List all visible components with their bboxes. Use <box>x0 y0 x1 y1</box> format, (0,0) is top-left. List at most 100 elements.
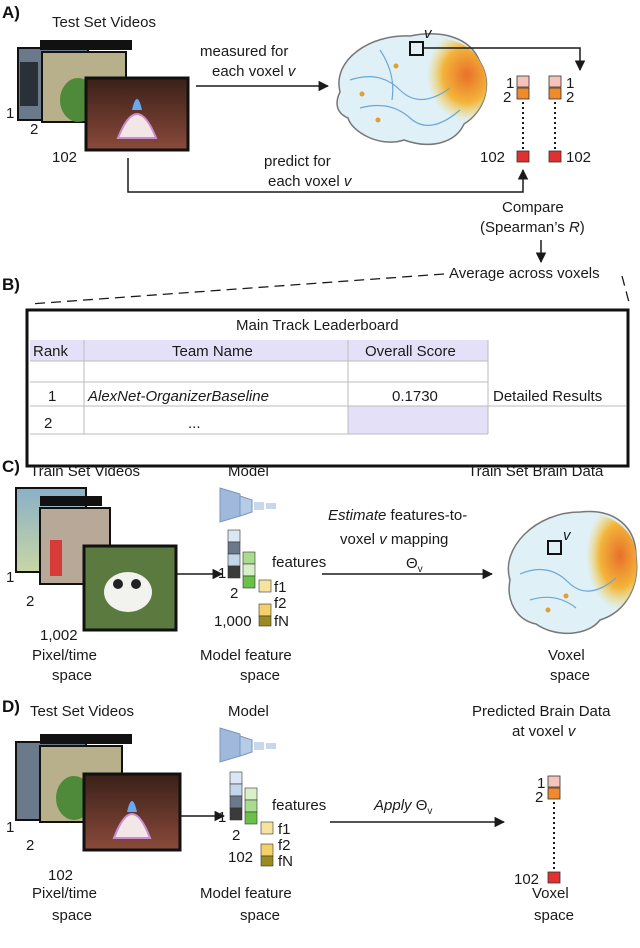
panel-d-features-label: features <box>272 797 326 814</box>
film-frame-3-flame <box>116 113 158 139</box>
panel-c-model-title: Model <box>228 463 269 480</box>
leaderboard-rank-1: 1 <box>48 388 56 405</box>
leaderboard-team-2[interactable]: ... <box>188 415 201 432</box>
panel-d-film-stack: 1 2 102 <box>6 734 182 884</box>
panel-a-compare-line1: Compare <box>502 199 564 216</box>
feature-cell <box>260 821 274 835</box>
panel-a-predict-line1: predict for <box>264 153 331 170</box>
panel-d-feature-stack: features f1 f2 fN 1 2 102 <box>218 771 326 870</box>
feature-cell <box>244 787 258 801</box>
panel-c-voxel-symbol: v <box>563 527 572 544</box>
brain-spot <box>375 117 381 123</box>
model-layer <box>219 487 241 523</box>
panel-d-predicted-line1: Predicted Brain Data <box>472 703 611 720</box>
test-frame-3-blue-flame <box>127 801 137 812</box>
model-layer <box>239 735 253 757</box>
right-voxel-cell-102 <box>548 150 562 163</box>
panel-c-layer-number-1: 1 <box>218 565 226 582</box>
panel-d: D) Test Set Videos Model Predicted Brain… <box>2 697 611 924</box>
model-layer <box>266 503 276 509</box>
brain-spot <box>545 607 551 613</box>
panel-a-voxel-columns: 1 2 102 1 2 102 <box>480 75 591 166</box>
panel-c-frame-number-2: 2 <box>26 593 34 610</box>
train-film-strip <box>40 496 102 506</box>
leaderboard-rank-2: 2 <box>44 415 52 432</box>
feature-cell <box>227 553 241 567</box>
predicted-voxel-cell-102 <box>547 871 561 884</box>
panel-c-model-icon <box>219 487 276 523</box>
predicted-voxel-number-102: 102 <box>514 871 539 888</box>
feature-cell <box>244 811 258 825</box>
right-voxel-number-2: 2 <box>566 89 574 106</box>
right-voxel-cell-1 <box>548 75 562 88</box>
panel-a-brain: v <box>336 25 488 146</box>
panel-c-pixel-space-2: space <box>52 667 92 684</box>
panel-d-voxel-space-1: Voxel <box>532 885 569 902</box>
panel-d-predicted-line2: at voxel v <box>512 723 577 740</box>
panel-c-feature-stack: features f1 f2 fN 1 2 1,000 <box>214 529 326 630</box>
feature-cell <box>229 795 243 809</box>
panel-d-label: D) <box>2 697 20 716</box>
leaderboard-score-cell-2 <box>348 406 488 434</box>
panel-d-model-icon <box>219 727 276 763</box>
panel-a-predict-arrow <box>127 158 529 193</box>
panel-d-pixel-space-2: space <box>52 907 92 924</box>
panel-d-voxel-column: 1 2 102 <box>514 775 561 888</box>
predicted-voxel-number-2: 2 <box>535 789 543 806</box>
leaderboard-border <box>25 308 630 468</box>
leaderboard-col-rank: Rank <box>33 343 69 360</box>
predicted-voxel-number-1: 1 <box>537 775 545 792</box>
panel-d-test-videos-title: Test Set Videos <box>30 703 134 720</box>
panel-c-train-videos-title: Train Set Videos <box>30 463 140 480</box>
panel-c-brain: v <box>507 510 638 635</box>
left-voxel-cell-2 <box>516 87 530 100</box>
train-frame-3-panda-eye <box>113 579 123 589</box>
panel-a-average: Average across voxels <box>449 265 600 282</box>
leaderboard-detailed-results[interactable]: Detailed Results <box>493 388 602 405</box>
feature-cell <box>229 783 243 797</box>
feature-cell <box>229 771 243 785</box>
leaderboard-title: Main Track Leaderboard <box>236 317 399 334</box>
panel-d-apply-line: Apply Θv <box>373 797 432 817</box>
model-layer <box>219 727 241 763</box>
predicted-voxel-cell-2 <box>547 787 561 800</box>
panel-d-layer-number-2: 2 <box>232 827 240 844</box>
panel-c-layer-number-1000: 1,000 <box>214 613 252 630</box>
panel-a-measured-line2: each voxel v <box>212 63 297 80</box>
panel-c-brain-title: Train Set Brain Data <box>468 463 604 480</box>
brain-activation-region <box>569 512 637 620</box>
feature-cell <box>260 843 274 857</box>
film-strip-top <box>40 40 132 50</box>
panel-d-model-space-2: space <box>240 907 280 924</box>
panel-b-label: B) <box>2 275 20 294</box>
right-voxel-number-102: 102 <box>566 149 591 166</box>
left-voxel-number-1: 1 <box>506 75 514 92</box>
leaderboard-col-team: Team Name <box>172 343 253 360</box>
panel-b: B) Main Track Leaderboard Rank Team Name… <box>2 273 631 468</box>
panel-c-voxel-space-1: Voxel <box>548 647 585 664</box>
right-voxel-number-1: 1 <box>566 75 574 92</box>
panel-c-feature-f2: f2 <box>274 595 287 612</box>
brain-sulcus <box>519 568 617 592</box>
leaderboard-col-score: Overall Score <box>365 343 456 360</box>
panel-a-predict-line2: each voxel v <box>268 173 353 190</box>
feature-cell <box>227 565 241 579</box>
brain-sulcus-3 <box>379 49 394 101</box>
panel-a-compare-line2: (Spearman’s R) <box>480 219 585 236</box>
panel-c-estimate-line: Estimate features-to- <box>328 507 467 524</box>
feature-cell <box>244 799 258 813</box>
panel-c-features-label: features <box>272 554 326 571</box>
panel-c-model-space-2: space <box>240 667 280 684</box>
panel-a-measured-line1: measured for <box>200 43 288 60</box>
predicted-voxel-cell-1 <box>547 775 561 788</box>
panel-c-voxel-space-2: space <box>550 667 590 684</box>
leaderboard-team-1[interactable]: AlexNet-OrganizerBaseline <box>87 388 269 405</box>
feature-cell <box>227 541 241 555</box>
panel-a-frame-number-1: 1 <box>6 105 14 122</box>
test-film-strip <box>40 734 132 744</box>
panel-d-feature-fN: fN <box>278 853 293 870</box>
leaderboard-header-row <box>30 340 488 361</box>
feature-cell <box>242 563 256 577</box>
panel-d-frame-number-102: 102 <box>48 867 73 884</box>
panel-a-label: A) <box>2 3 20 22</box>
